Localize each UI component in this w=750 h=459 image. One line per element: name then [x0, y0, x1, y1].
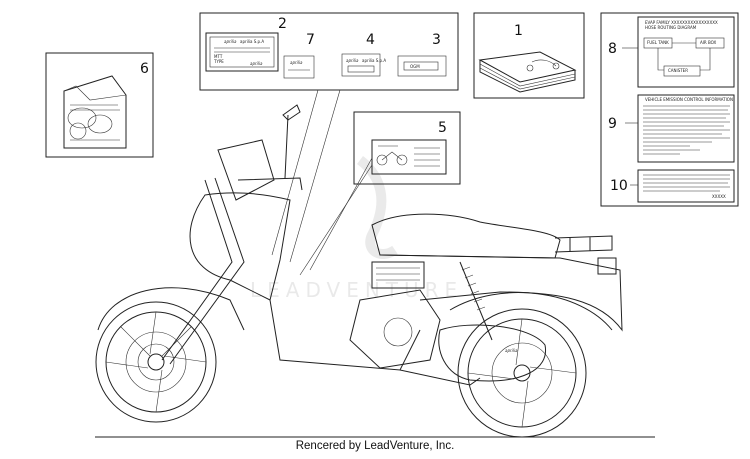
callout-8: 8 [608, 41, 617, 57]
svg-text:AIR BOX: AIR BOX [700, 40, 717, 45]
svg-text:aprilia: aprilia [224, 39, 237, 44]
mirror [282, 104, 301, 121]
exhaust [399, 369, 481, 386]
callout-6: 6 [140, 61, 149, 77]
svg-text:aprilia: aprilia [346, 58, 359, 63]
ogm-label: OGM [397, 55, 447, 77]
callout-3: 3 [432, 32, 441, 48]
emission-control-label: XXXXX [637, 169, 735, 203]
callout-9: 9 [608, 116, 617, 132]
callout-5: 5 [438, 120, 447, 136]
part-box-5: 5 [353, 111, 461, 185]
part-box-8-9-10: 8 9 10 EVAP FAMILY XXXXXXXXXXXXXXXXX HOS… [600, 12, 739, 207]
callout-4: 4 [366, 32, 375, 48]
svg-text:TYPE: TYPE [213, 59, 224, 64]
svg-text:VEHICLE EMISSION CONTROL INFOR: VEHICLE EMISSION CONTROL INFORMATION [645, 97, 733, 102]
callout-10: 10 [610, 178, 628, 194]
callout-7: 7 [306, 32, 315, 48]
rear-shock [459, 261, 493, 341]
scooter-illustration: aprilia [95, 104, 623, 438]
callout-1: 1 [514, 23, 523, 39]
svg-text:EVAP FAMILY XXXXXXXXXXXXXXXXX: EVAP FAMILY XXXXXXXXXXXXXXXXX [645, 20, 718, 25]
svg-text:MTT: MTT [214, 54, 223, 59]
front-fork [161, 177, 245, 365]
floorboard [269, 299, 421, 371]
engine [349, 261, 441, 369]
part-box-2-7-4-3: 2 7 4 3 aprilia aprilia S.p.A MTT TYPE a… [199, 12, 459, 91]
svg-text:OGM: OGM [410, 64, 420, 69]
svg-text:aprilia: aprilia [505, 348, 518, 353]
windscreen [217, 139, 275, 201]
footer-credit: Rencered by LeadVenture, Inc. [295, 440, 455, 452]
watermark-text: LEADVENTURE [250, 278, 463, 302]
svg-text:aprilia: aprilia [250, 61, 263, 66]
svg-text:aprilia: aprilia [290, 60, 303, 65]
watermark-logo: LEADVENTURE [250, 156, 463, 302]
mirror-stem [284, 114, 289, 179]
tire-pressure-label [371, 139, 447, 175]
front-brake-disc [137, 343, 175, 381]
rear-rack [554, 235, 613, 253]
svg-text:FUEL TANK: FUEL TANK [647, 40, 669, 45]
emission-info-label: VEHICLE EMISSION CONTROL INFORMATION [637, 94, 735, 163]
svg-text:CANISTER: CANISTER [668, 68, 688, 73]
transmission-cover [438, 324, 547, 382]
manual-pouch-icon [63, 75, 127, 149]
front-fender [97, 287, 245, 331]
leader-lines [271, 89, 373, 276]
rear-fender [449, 292, 613, 331]
svg-text:XXXXX: XXXXX [712, 194, 726, 199]
seat [371, 213, 561, 259]
vin-plate-label: aprilia aprilia S.p.A MTT TYPE aprilia [205, 32, 279, 72]
part-box-6: 6 [45, 52, 154, 158]
rear-wheel [457, 308, 587, 438]
front-wheel [95, 301, 217, 423]
part-box-1: 1 [473, 12, 585, 99]
handlebar [237, 177, 303, 191]
small-brand-label: aprilia [283, 55, 315, 79]
front-shield [189, 192, 291, 301]
svg-text:aprilia S.p.A: aprilia S.p.A [240, 39, 264, 44]
company-label: aprilia aprilia S.p.A [341, 53, 386, 77]
owners-manual-icon [478, 51, 577, 93]
callout-2: 2 [278, 16, 287, 32]
svg-text:HOSE ROUTING DIAGRAM: HOSE ROUTING DIAGRAM [645, 25, 697, 30]
hose-routing-label: EVAP FAMILY XXXXXXXXXXXXXXXXX HOSE ROUTI… [637, 16, 735, 88]
svg-text:aprilia S.p.A: aprilia S.p.A [362, 58, 386, 63]
